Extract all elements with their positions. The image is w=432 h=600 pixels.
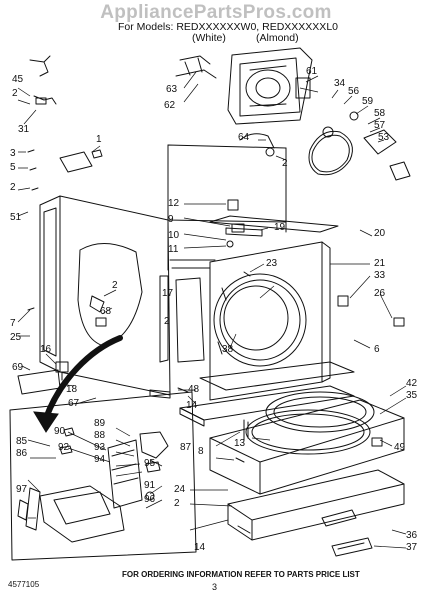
callout-14-63: 14 [194,542,206,553]
callout-37-65: 37 [406,542,418,553]
callout-26-28: 26 [374,288,386,299]
motor-assembly [175,47,313,125]
callout-49-60: 49 [394,442,406,453]
inset-box-outline [9,391,197,561]
callout-33-26: 33 [374,270,386,281]
callout-45-0: 45 [12,74,24,85]
watermark: AppliancePartsPros.com [100,2,332,23]
callout-96-55: 96 [144,494,156,505]
callout-92-53: 92 [58,442,70,453]
callout-94-51: 94 [94,454,106,465]
callout-8-58: 8 [198,446,204,457]
flow-arrowhead [33,411,59,433]
belt-and-idler [308,111,411,181]
callout-21-25: 21 [374,258,386,269]
callout-5-16: 5 [10,162,16,173]
callout-13-59: 13 [234,438,246,449]
callout-20-24: 20 [374,228,386,239]
callout-85-45: 85 [16,436,28,447]
callout-58-9: 58 [374,108,386,119]
leader-lines [17,71,407,549]
callout-62-4: 62 [164,100,176,111]
callout-18-39: 18 [66,384,78,395]
callout-1-15: 1 [96,134,102,145]
callout-12-19: 12 [168,198,180,209]
callout-36-64: 36 [406,530,418,541]
callout-9-20: 9 [168,214,174,225]
cabinet [39,144,287,396]
callout-89-48: 89 [94,418,106,429]
callout-19-23: 19 [274,222,286,233]
callout-31-2: 31 [18,124,30,135]
callout-91-54: 91 [144,480,156,491]
top-panel [209,215,339,237]
callout-53-11: 53 [378,132,390,143]
callout-14-42: 14 [186,400,198,411]
callout-10-21: 10 [168,230,180,241]
callout-69-38: 69 [12,362,24,373]
cabinet-interior-cutout [77,243,143,347]
page-number: 3 [212,582,218,592]
callout-38-35: 38 [222,344,234,355]
callout-numbers: 4523163626134565958575364231525112910111… [10,66,418,553]
callout-17-33: 17 [162,288,174,299]
ordering-info: FOR ORDERING INFORMATION REFER TO PARTS … [122,570,360,579]
callout-25-30: 25 [10,332,22,343]
callout-56-7: 56 [348,86,360,97]
callout-24-61: 24 [174,484,186,495]
drum-rear-and-seal [209,391,405,557]
callout-93-50: 93 [94,442,106,453]
callout-23-27: 23 [266,258,278,269]
burner-assembly [17,427,169,543]
callout-2-62: 2 [174,498,180,509]
callout-11-22: 11 [168,244,179,255]
callout-67-40: 67 [68,398,80,409]
harness-and-thermostat [29,55,275,157]
callout-2-1: 2 [12,88,18,99]
callout-87-57: 87 [180,442,192,453]
callout-90-47: 90 [54,426,66,437]
callout-59-8: 59 [362,96,374,107]
callout-2-34: 2 [164,316,170,327]
callout-64-12: 64 [238,132,250,143]
callout-57-10: 57 [374,120,386,131]
callout-6-36: 6 [374,344,380,355]
callout-35-44: 35 [406,390,418,401]
callout-68-32: 68 [100,306,112,317]
callout-7-29: 7 [10,318,16,329]
callout-34-6: 34 [334,78,346,89]
callout-48-41: 48 [188,384,200,395]
variant-almond: (Almond) [256,32,299,44]
callout-42-43: 42 [406,378,418,389]
doc-number: 4577105 [8,580,40,589]
callout-3-14: 3 [10,148,16,159]
callout-51-18: 51 [10,212,22,223]
callout-95-52: 95 [144,458,156,469]
callout-88-49: 88 [94,430,106,441]
callout-2-31: 2 [112,280,118,291]
flow-arrow [43,335,123,421]
models-line: For Models: REDXXXXXXW0, REDXXXXXXL0 [118,21,338,33]
variant-white: (White) [192,32,226,44]
callout-2-13: 2 [282,158,288,169]
callout-2-17: 2 [10,182,16,193]
callout-61-5: 61 [306,66,318,77]
callout-63-3: 63 [166,84,178,95]
front-panel [209,241,405,401]
callout-86-46: 86 [16,448,28,459]
callout-16-37: 16 [40,344,52,355]
callout-97-56: 97 [16,484,28,495]
